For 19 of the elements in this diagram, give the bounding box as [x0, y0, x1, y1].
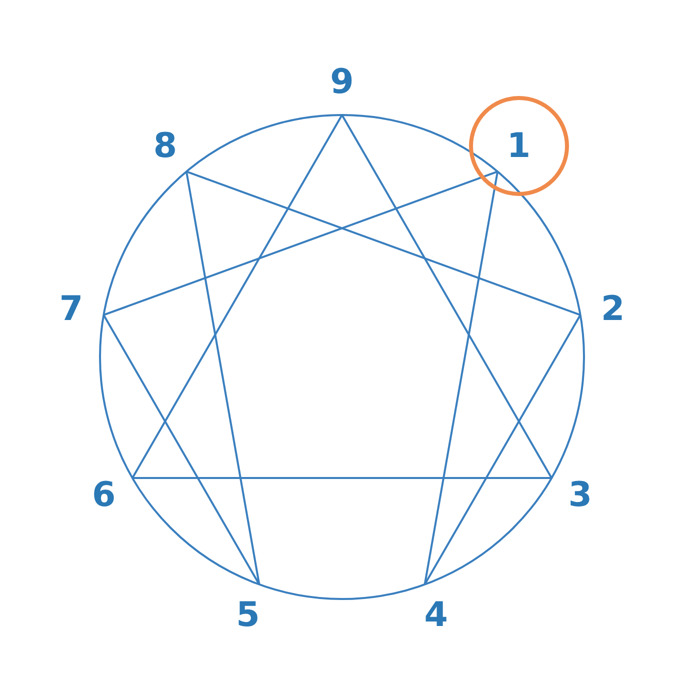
connector-line [186, 170, 581, 316]
connector-line [424, 314, 582, 585]
connector-line [424, 171, 499, 585]
point-number: 1 [506, 129, 531, 164]
connector-line [185, 171, 260, 585]
point-number: 7 [59, 292, 83, 326]
point-number: 8 [153, 129, 178, 164]
point-number: 3 [568, 478, 592, 512]
point-number: 2 [600, 292, 625, 326]
highlight-ring [468, 96, 569, 196]
connector-line [132, 477, 552, 479]
point-number: 5 [236, 598, 260, 632]
point-number: 9 [330, 65, 354, 99]
connector-line [103, 170, 498, 316]
point-number: 6 [92, 478, 116, 512]
connector-line [102, 314, 260, 585]
connector-line [341, 114, 552, 478]
connector-line [132, 114, 343, 478]
point-number: 4 [424, 598, 448, 632]
